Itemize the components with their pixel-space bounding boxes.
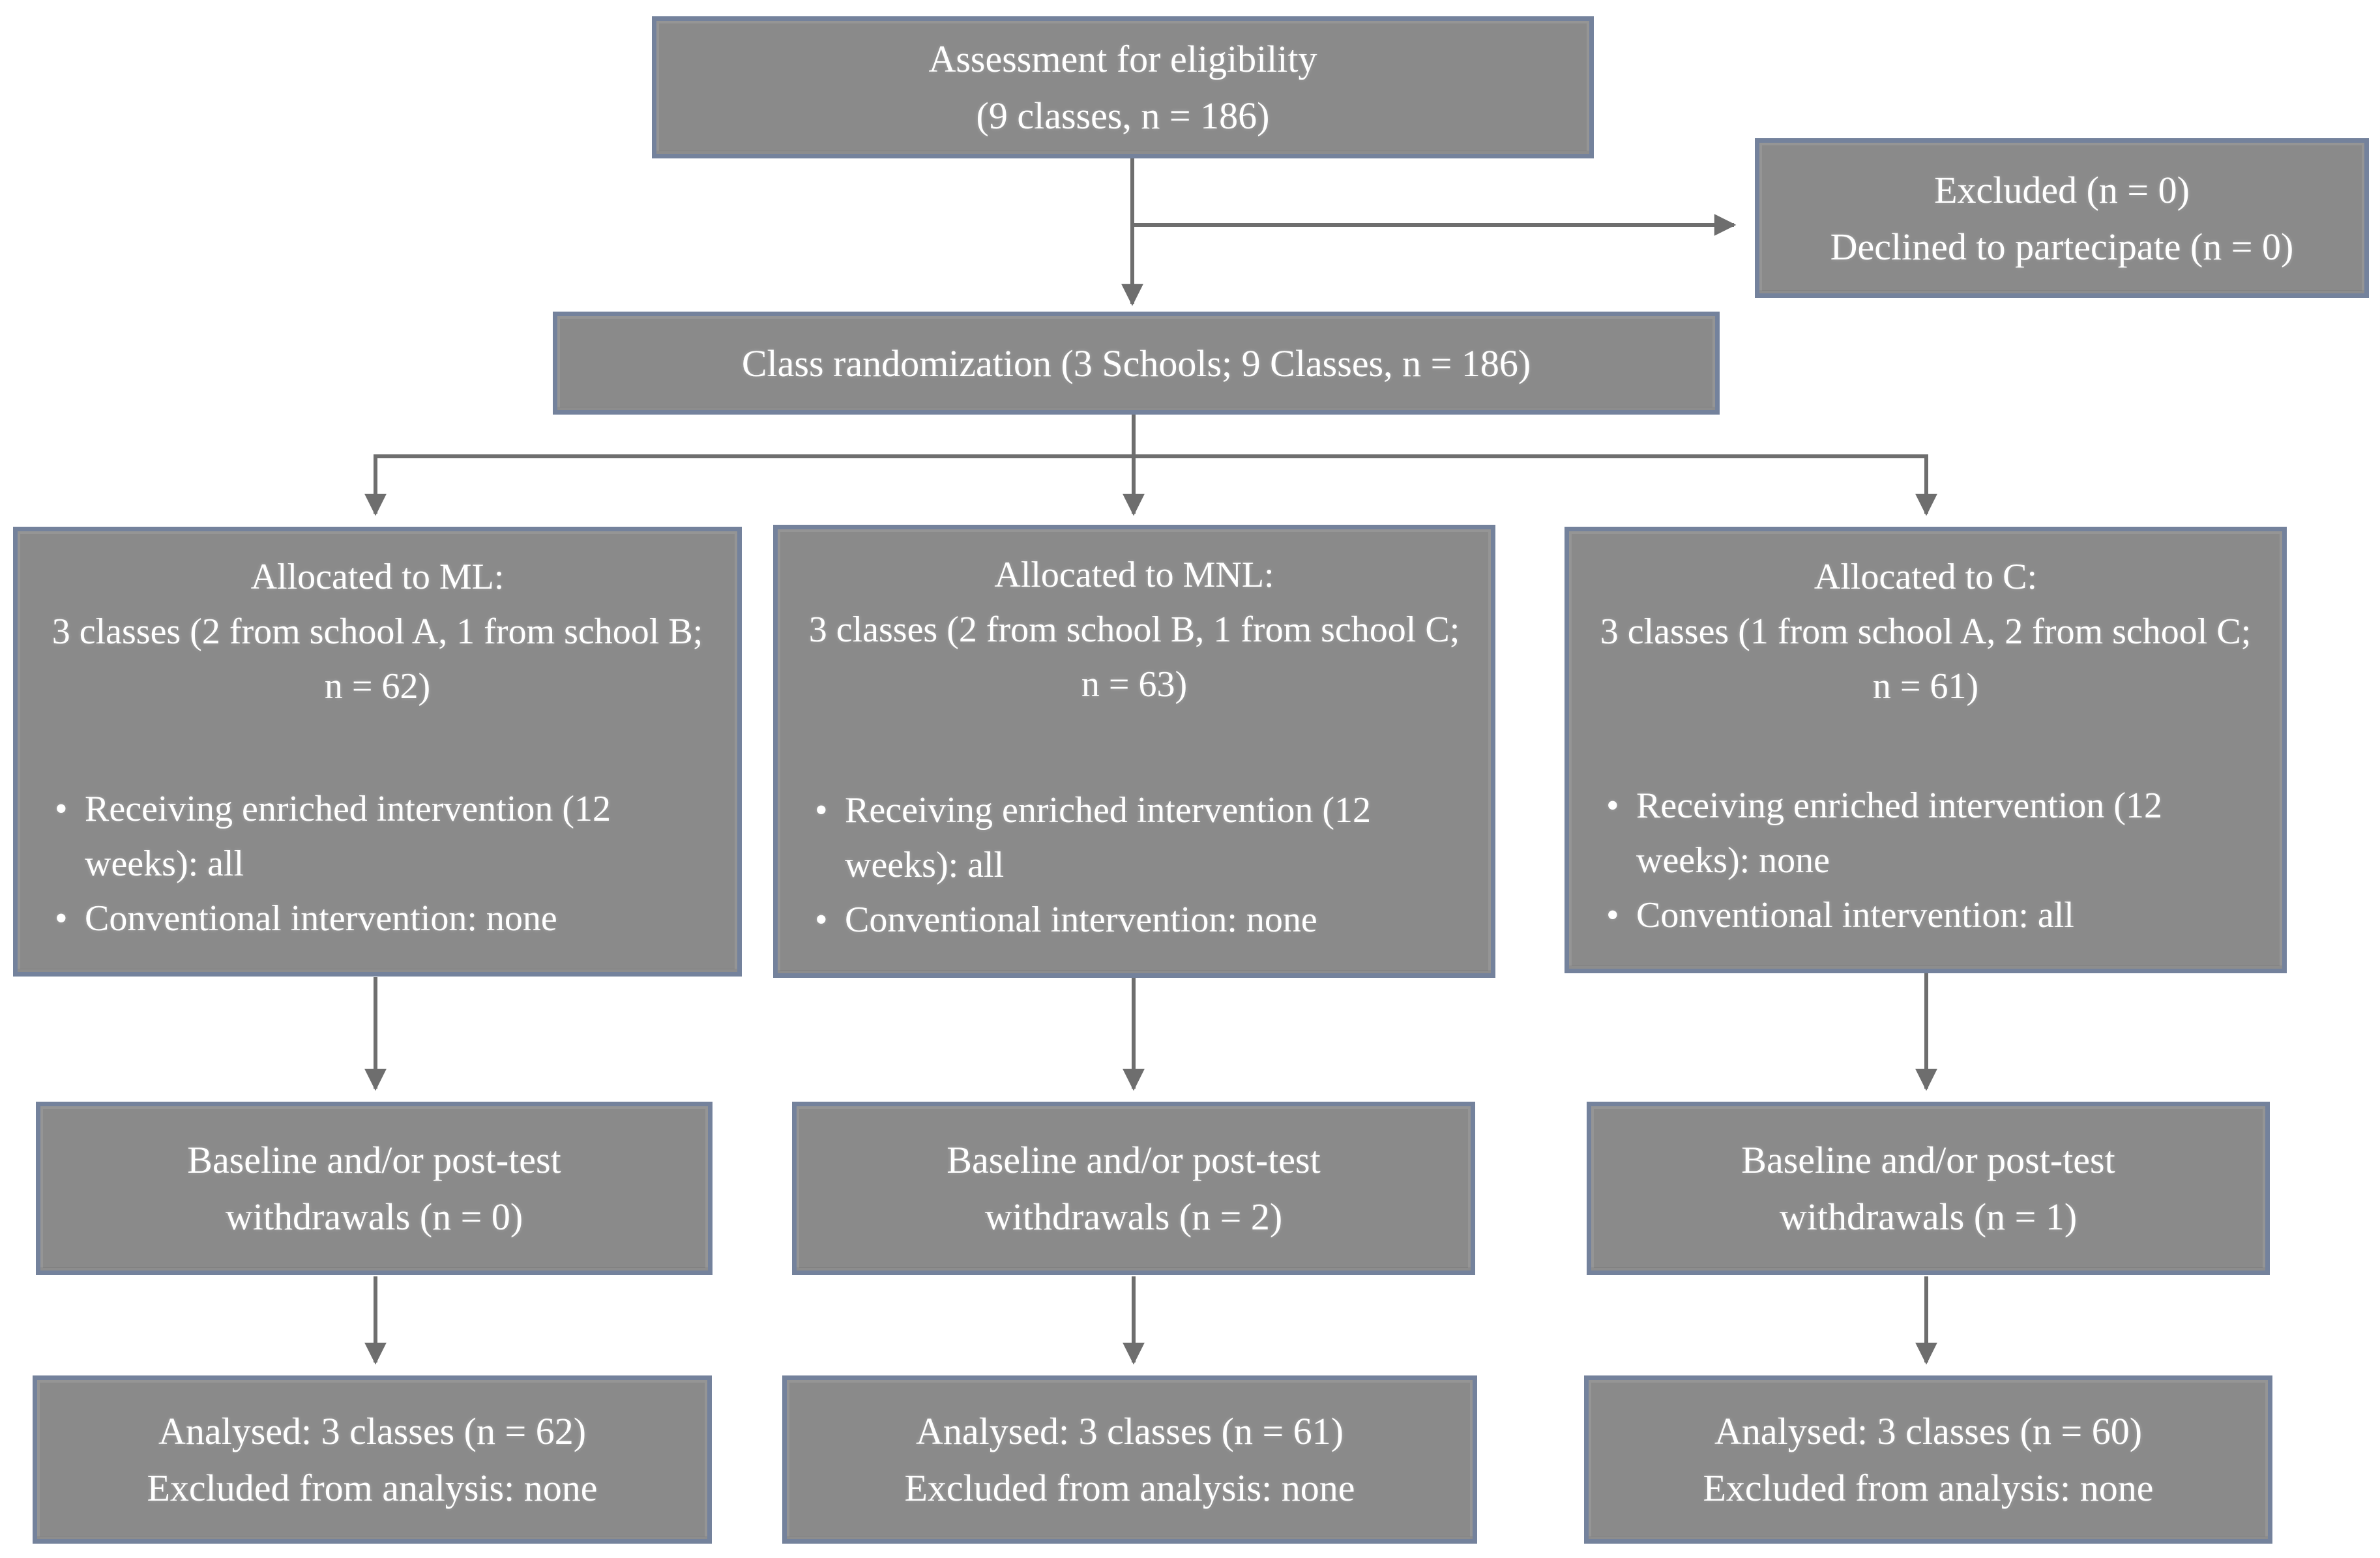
allocated-c-detail: 3 classes (1 from school A, 2 from schoo… bbox=[1600, 611, 2252, 707]
withdrawals-mnl-line-1: Baseline and/or post-test bbox=[947, 1139, 1321, 1181]
allocated-c-bullets: Receiving enriched intervention (12 week… bbox=[1598, 778, 2253, 943]
allocated-mnl-bullets: Receiving enriched intervention (12 week… bbox=[807, 783, 1462, 947]
excluded-line-2: Declined to partecipate (n = 0) bbox=[1830, 225, 2294, 268]
withdrawals-c-line-1: Baseline and/or post-test bbox=[1741, 1139, 2115, 1181]
analysed-ml-line-1: Analysed: 3 classes (n = 62) bbox=[158, 1410, 587, 1452]
withdrawals-box-ml: Baseline and/or post-test withdrawals (n… bbox=[36, 1102, 713, 1275]
withdrawals-mnl-line-2: withdrawals (n = 2) bbox=[984, 1196, 1283, 1238]
allocated-ml-detail: 3 classes (2 from school A, 1 from schoo… bbox=[51, 611, 703, 707]
allocated-c-heading: Allocated to C: 3 classes (1 from school… bbox=[1598, 550, 2253, 714]
excluded-line-1: Excluded (n = 0) bbox=[1934, 168, 2190, 211]
withdrawals-c-line-2: withdrawals (n = 1) bbox=[1779, 1196, 2078, 1238]
analysed-box-mnl: Analysed: 3 classes (n = 61) Excluded fr… bbox=[782, 1375, 1477, 1544]
bullet-item: Receiving enriched intervention (12 week… bbox=[1598, 778, 2253, 888]
analysed-box-c: Analysed: 3 classes (n = 60) Excluded fr… bbox=[1584, 1375, 2272, 1544]
eligibility-box: Assessment for eligibility (9 classes, n… bbox=[652, 16, 1594, 158]
excluded-box: Excluded (n = 0) Declined to partecipate… bbox=[1755, 138, 2369, 298]
allocated-mnl-heading: Allocated to MNL: 3 classes (2 from scho… bbox=[807, 548, 1462, 712]
allocated-c-title: Allocated to C: bbox=[1814, 557, 2038, 597]
allocated-ml-title: Allocated to ML: bbox=[250, 557, 505, 597]
analysed-c-line-2: Excluded from analysis: none bbox=[1703, 1467, 2154, 1509]
withdrawals-box-c: Baseline and/or post-test withdrawals (n… bbox=[1587, 1102, 2270, 1275]
eligibility-line-2: (9 classes, n = 186) bbox=[976, 95, 1270, 137]
randomization-box: Class randomization (3 Schools; 9 Classe… bbox=[553, 312, 1720, 415]
withdrawals-ml-line-2: withdrawals (n = 0) bbox=[225, 1196, 523, 1238]
bullet-item: Conventional intervention: none bbox=[47, 891, 708, 946]
allocated-ml-bullets: Receiving enriched intervention (12 week… bbox=[47, 782, 708, 946]
analysed-mnl-line-2: Excluded from analysis: none bbox=[904, 1467, 1355, 1509]
analysed-ml-line-2: Excluded from analysis: none bbox=[147, 1467, 598, 1509]
allocated-ml-heading: Allocated to ML: 3 classes (2 from schoo… bbox=[47, 550, 708, 714]
bullet-item: Conventional intervention: none bbox=[807, 892, 1462, 947]
bullet-item: Conventional intervention: all bbox=[1598, 888, 2253, 943]
randomization-line-1: Class randomization (3 Schools; 9 Classe… bbox=[741, 342, 1531, 385]
allocated-mnl-detail: 3 classes (2 from school B, 1 from schoo… bbox=[808, 610, 1460, 705]
eligibility-line-1: Assessment for eligibility bbox=[928, 38, 1317, 80]
allocated-box-c: Allocated to C: 3 classes (1 from school… bbox=[1565, 527, 2287, 973]
allocated-box-mnl: Allocated to MNL: 3 classes (2 from scho… bbox=[773, 525, 1495, 978]
analysed-c-line-1: Analysed: 3 classes (n = 60) bbox=[1714, 1410, 2143, 1452]
withdrawals-ml-line-1: Baseline and/or post-test bbox=[187, 1139, 561, 1181]
analysed-box-ml: Analysed: 3 classes (n = 62) Excluded fr… bbox=[33, 1375, 712, 1544]
withdrawals-box-mnl: Baseline and/or post-test withdrawals (n… bbox=[792, 1102, 1475, 1275]
bullet-item: Receiving enriched intervention (12 week… bbox=[47, 782, 708, 891]
allocated-box-ml: Allocated to ML: 3 classes (2 from schoo… bbox=[13, 527, 742, 977]
bullet-item: Receiving enriched intervention (12 week… bbox=[807, 783, 1462, 892]
allocated-mnl-title: Allocated to MNL: bbox=[994, 555, 1274, 595]
analysed-mnl-line-1: Analysed: 3 classes (n = 61) bbox=[915, 1410, 1344, 1452]
